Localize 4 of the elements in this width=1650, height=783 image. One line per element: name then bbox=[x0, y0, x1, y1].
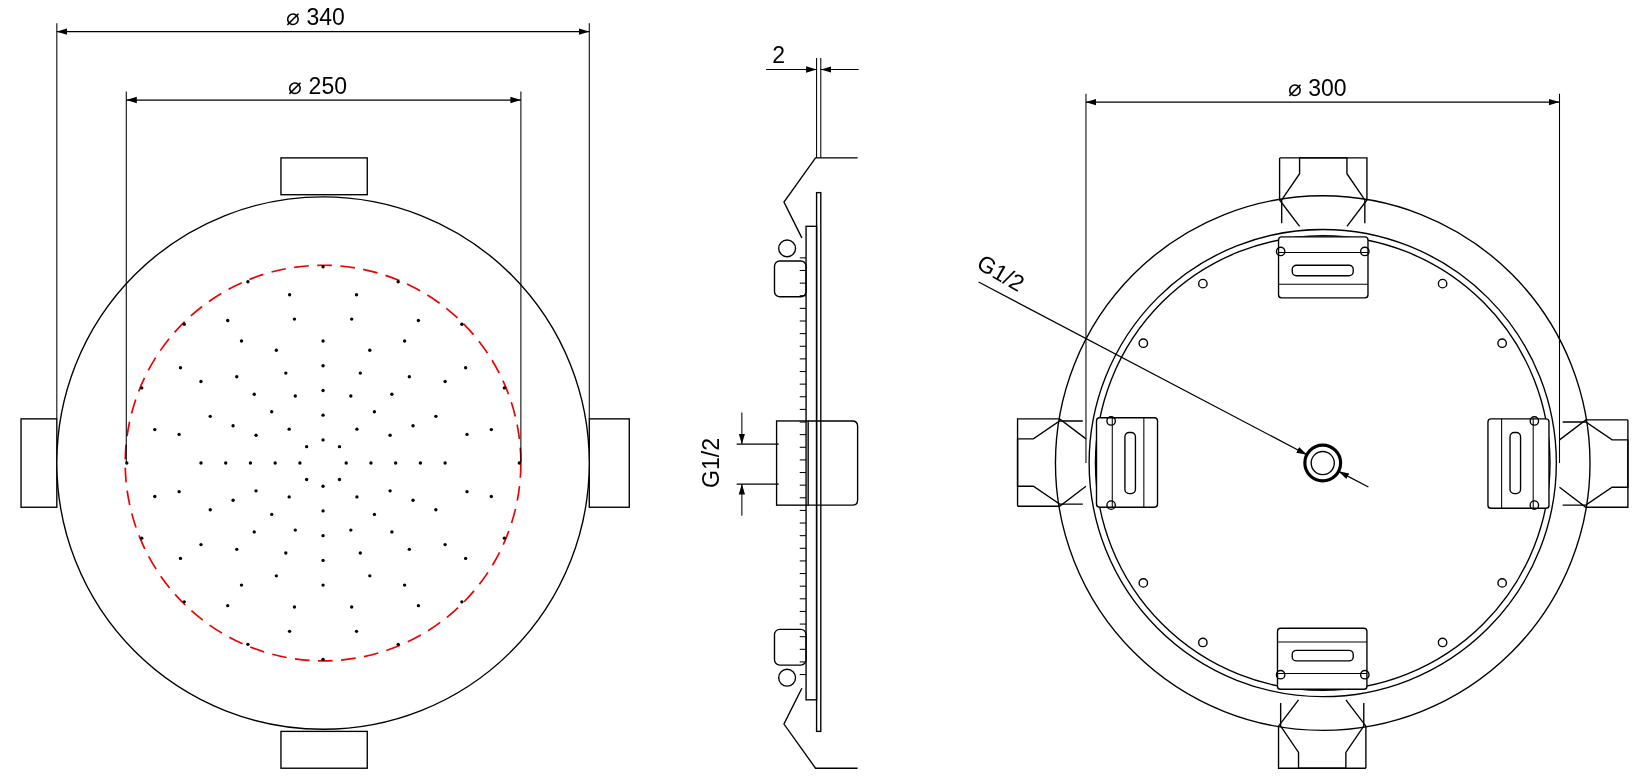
dimension-label: ⌀ 250 bbox=[286, 74, 349, 98]
leader-line bbox=[978, 281, 1308, 456]
dimension-label: ⌀ 300 bbox=[1285, 76, 1349, 100]
water-inlet bbox=[1303, 443, 1343, 483]
